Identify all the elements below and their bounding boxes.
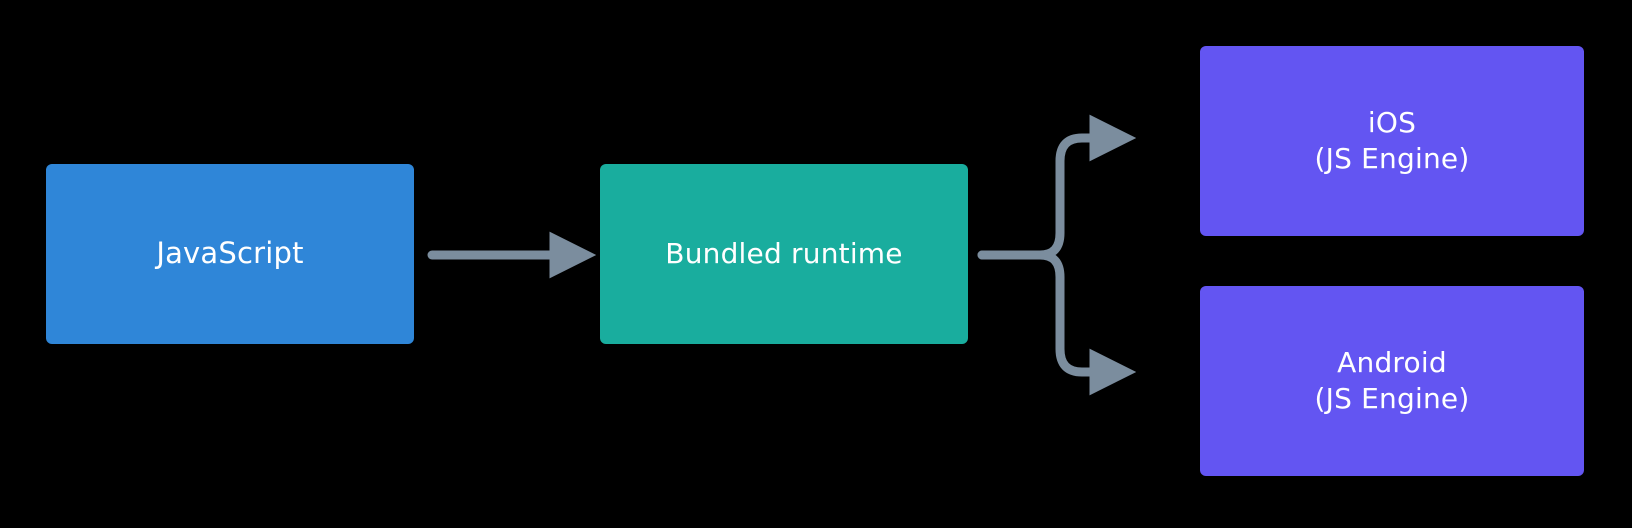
node-javascript[interactable]: JavaScript <box>46 164 414 344</box>
node-bundled-runtime-label: Bundled runtime <box>665 237 903 271</box>
node-android-label: Android (JS Engine) <box>1314 346 1470 415</box>
node-bundled-runtime[interactable]: Bundled runtime <box>600 164 968 344</box>
node-javascript-label: JavaScript <box>156 236 304 271</box>
node-ios[interactable]: iOS (JS Engine) <box>1200 46 1584 236</box>
node-ios-label: iOS (JS Engine) <box>1314 106 1470 175</box>
node-android[interactable]: Android (JS Engine) <box>1200 286 1584 476</box>
edge-bundled-runtime-to-android <box>977 250 1137 396</box>
edge-bundled-runtime-to-ios <box>977 114 1137 260</box>
